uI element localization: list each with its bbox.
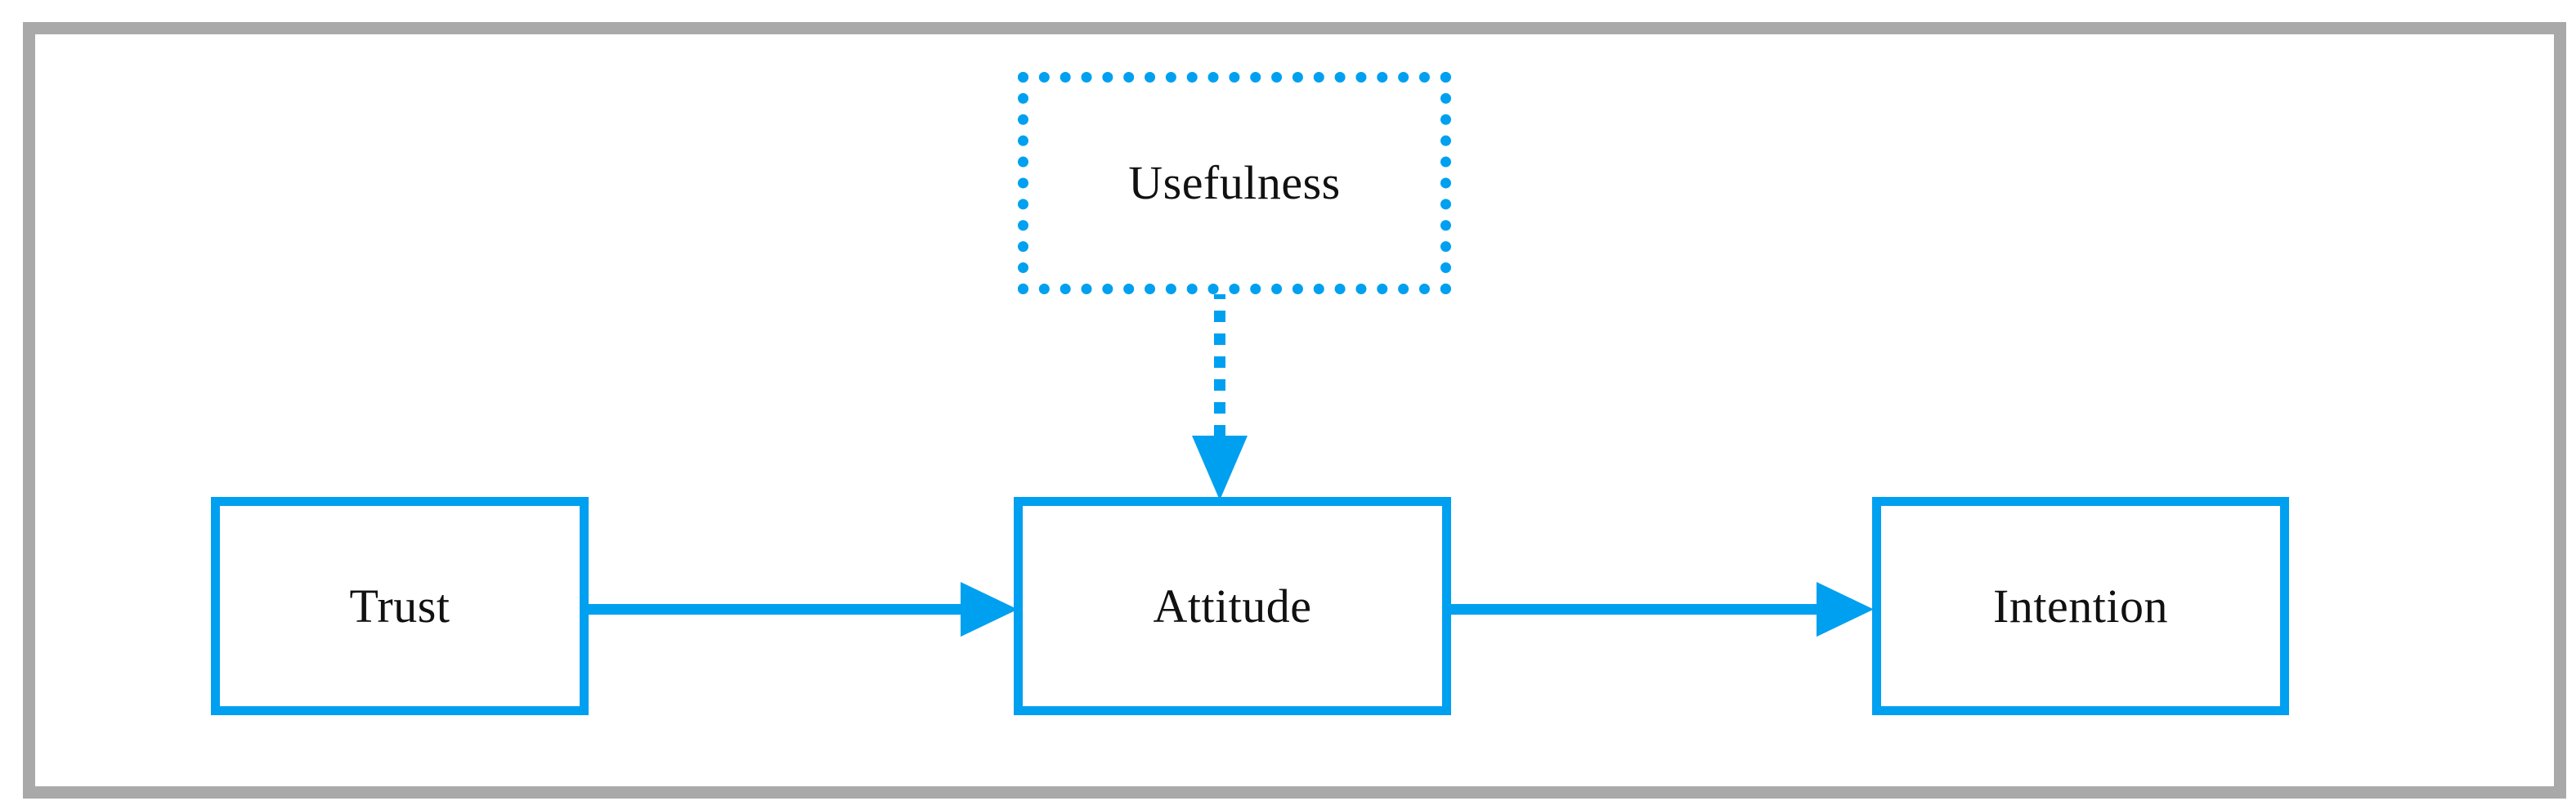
node-trust[interactable]: Trust (211, 497, 589, 715)
node-attitude-label: Attitude (1153, 579, 1312, 633)
node-trust-label: Trust (349, 579, 450, 633)
node-intention[interactable]: Intention (1872, 497, 2289, 715)
node-intention-label: Intention (1993, 579, 2168, 633)
node-usefulness[interactable]: Usefulness (1018, 72, 1451, 294)
node-attitude[interactable]: Attitude (1014, 497, 1451, 715)
node-usefulness-label: Usefulness (1128, 156, 1341, 209)
